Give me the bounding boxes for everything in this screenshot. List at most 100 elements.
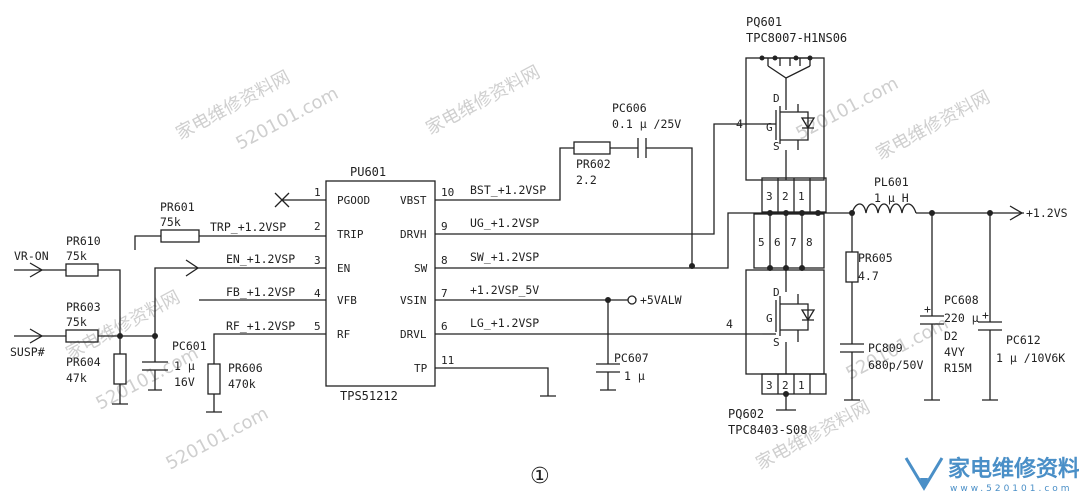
top-row-pin: 2 (782, 190, 789, 203)
pr603-value: 75k (66, 315, 87, 329)
resistor-pr610 (65, 263, 99, 277)
junction (689, 263, 695, 269)
junction (815, 210, 821, 216)
pc601-ref: PC601 (172, 339, 207, 353)
net-vr-on: VR-ON (14, 249, 49, 263)
pin-name-vfb: VFB (337, 294, 357, 307)
logo-v-icon-inner (920, 478, 928, 488)
pin-dot (807, 55, 813, 61)
pin-name-sw: SW (414, 262, 428, 275)
left-wiring: PR601 75k TRP_+1.2VSP EN_+1.2VSP FB_+1.2… (10, 192, 326, 413)
pq601-symbol (775, 78, 809, 150)
pr606-ref: PR606 (228, 361, 263, 375)
inductor-pl601 (851, 203, 917, 214)
pr602-ref: PR602 (576, 157, 611, 171)
mid-row-pin: 8 (806, 236, 813, 249)
right-wiring: PC606 0.1 μ /25V PR602 2.2 BST_+1.2VSP U… (435, 101, 852, 397)
pq601-drain-join (767, 65, 811, 79)
pq602-source-label: S (773, 336, 780, 349)
net-lg: LG_+1.2VSP (470, 316, 539, 330)
mid-row-pin: 6 (774, 236, 781, 249)
bot-row-pin: 2 (782, 379, 789, 392)
pin-dividers (769, 214, 803, 268)
pin-num-2: 2 (314, 220, 321, 233)
pq602-gate-label: G (766, 312, 773, 325)
pin-name-en: EN (337, 262, 350, 275)
net-susp: SUSP# (10, 345, 45, 359)
junction (783, 391, 789, 397)
junction (799, 210, 805, 216)
pc606-value: 0.1 μ /25V (612, 117, 681, 131)
pin-dot (759, 55, 765, 61)
pin-name-vsin: VSIN (400, 294, 427, 307)
capacitor-pc612 (978, 213, 1002, 401)
pr606-value: 470k (228, 377, 256, 391)
pr605-value: 4.7 (858, 269, 879, 283)
pr603-ref: PR603 (66, 300, 101, 314)
junction (767, 210, 773, 216)
terminal-5valw (627, 295, 637, 305)
pc608-v1: 220 μ (944, 311, 979, 325)
resistor-pr606 (207, 363, 221, 395)
pin-name-drvl: DRVL (400, 328, 427, 341)
resistor-pr605 (845, 251, 859, 283)
pc608-ref: PC608 (944, 293, 979, 307)
watermark: 520101.com (792, 73, 902, 145)
ic-body (325, 180, 436, 387)
arrow-out (1009, 205, 1024, 221)
pc606-ref: PC606 (612, 101, 647, 115)
pin-dividers (777, 374, 811, 394)
pc608-v4: R15M (944, 361, 972, 375)
pl601-ref: PL601 (874, 175, 909, 189)
pin-name-vbst: VBST (400, 194, 427, 207)
site-logo: 家电维修资料网 www.520101.com (904, 456, 1079, 494)
wire-pr610 (98, 269, 121, 336)
gnd-pr606 (206, 394, 222, 413)
output-stage: +1.2VS PL601 1 μ H PR605 4.7 PC809 680p/… (840, 175, 1068, 401)
watermark: 家电维修资料网 (872, 87, 993, 165)
mid-row-pin: 7 (790, 236, 797, 249)
pq602-diode (800, 309, 816, 322)
ic-ref: PU601 (350, 165, 386, 179)
pq602-gate-num: 4 (726, 317, 733, 331)
resistor-pr602 (573, 141, 611, 155)
capacitor-pc809 (840, 282, 864, 401)
pc601-value1: 1 μ (174, 359, 195, 373)
pq601-drain-pins (762, 57, 811, 66)
net-ug: UG_+1.2VSP (470, 216, 539, 230)
logo-text-en: www.520101.com (950, 484, 1073, 494)
wire-vbst (435, 147, 574, 201)
pq601-gate-num: 4 (736, 117, 743, 131)
pc809-value: 680p/50V (868, 358, 923, 372)
pr602-value: 2.2 (576, 173, 597, 187)
pin-num-4: 4 (314, 287, 321, 300)
pc608-v3: 4VY (944, 345, 965, 359)
capacitor-pc601 (142, 336, 168, 391)
mosfet-pq602: G D S 4 3 2 1 PQ602 TPC8403-S08 (726, 269, 827, 437)
pq601-gate-label: G (766, 121, 773, 134)
pq601-diode (800, 117, 816, 130)
pr601-ref: PR601 (160, 200, 195, 214)
pin-name-pgood: PGOOD (337, 194, 370, 207)
pc607-value: 1 μ (624, 369, 645, 383)
wire-trip-a (134, 235, 161, 250)
pin-num-9: 9 (441, 220, 448, 233)
net-trip: TRP_+1.2VSP (210, 220, 286, 234)
net-5valw: +5VALW (640, 293, 682, 307)
pr610-value: 75k (66, 249, 87, 263)
pin-num-7: 7 (441, 287, 448, 300)
pq602-part: TPC8403-S08 (728, 423, 807, 437)
pc608-plus: + (924, 302, 931, 316)
pin-num-8: 8 (441, 254, 448, 267)
pq601-part: TPC8007-H1NS06 (746, 31, 847, 45)
pc612-value: 1 μ /10V6K (996, 351, 1065, 365)
pin-num-11: 11 (441, 354, 454, 367)
pc612-plus: + (982, 308, 989, 322)
pc608-v2: D2 (944, 329, 958, 343)
pin-name-tp: TP (414, 362, 428, 375)
pin-num-1: 1 (314, 186, 321, 199)
pin-dot (793, 55, 799, 61)
pc612-ref: PC612 (1006, 333, 1041, 347)
capacitor-pc608 (920, 213, 944, 401)
resistor-pr601 (160, 229, 200, 243)
